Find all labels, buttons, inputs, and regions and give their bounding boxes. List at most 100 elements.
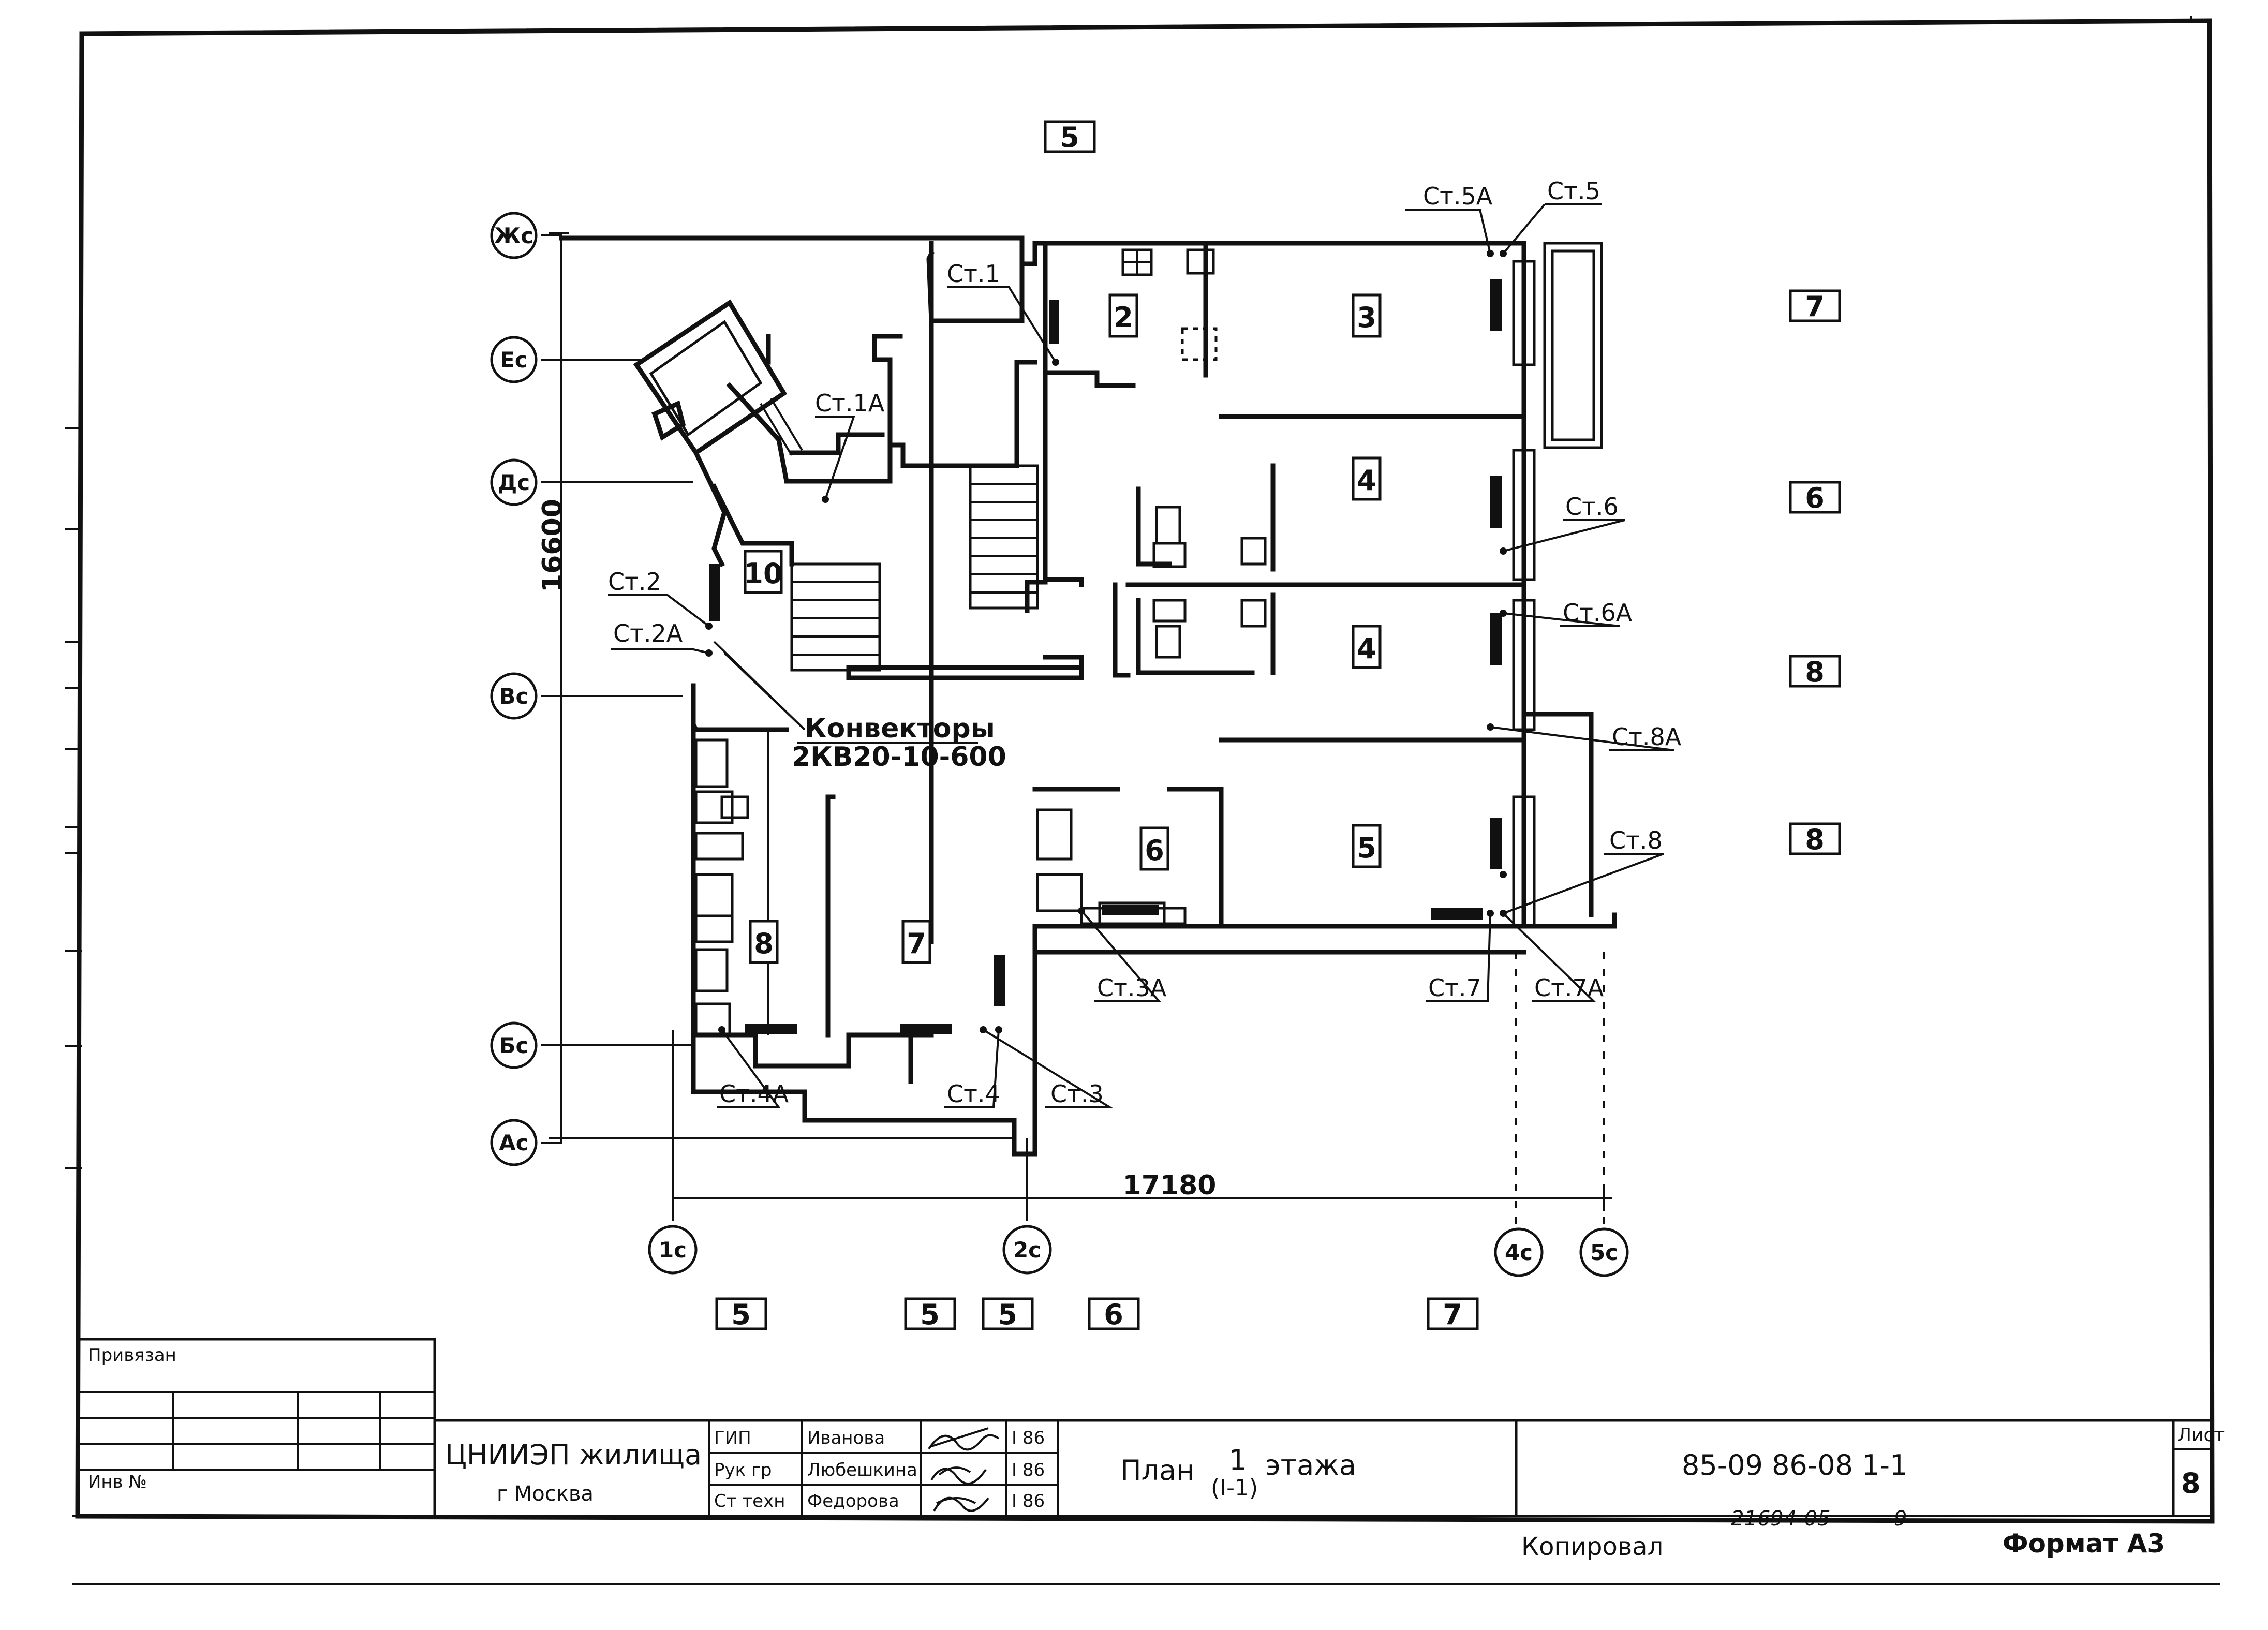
room-number: 3 [1352, 293, 1382, 338]
riser-label: Ст.4 [947, 1080, 1000, 1108]
convector-note-title: Конвекторы [805, 713, 995, 744]
role-gip: ГИП [714, 1428, 751, 1448]
axis-label: 2с [1013, 1237, 1041, 1263]
name-group-head: Любешкина [807, 1460, 917, 1480]
room-number: 8 [749, 920, 779, 964]
riser-label: Ст.3А [1097, 974, 1167, 1002]
zone-tag: 6 [1789, 481, 1841, 514]
axis-bubble-4: 4с [1494, 1227, 1544, 1277]
room-number: 10 [744, 550, 783, 594]
name-technician: Федорова [807, 1491, 899, 1512]
archive-number: 21694-05 [1731, 1507, 1831, 1531]
title-plan: План [1120, 1454, 1195, 1487]
axis-label: 1с [659, 1237, 687, 1263]
axis-bubble-E: Ес [490, 336, 538, 383]
zone-tag: 5 [904, 1297, 956, 1331]
date-technician: I 86 [1012, 1491, 1045, 1512]
name-gip: Иванова [807, 1428, 885, 1448]
axis-bubble-1: 1с [648, 1225, 698, 1275]
axis-label: 5с [1590, 1240, 1618, 1265]
axis-label: Ас [499, 1130, 528, 1155]
zone-tag: 5 [982, 1297, 1034, 1331]
axis-label: Бс [499, 1033, 529, 1058]
axis-label: Вс [499, 684, 529, 709]
floor-plan [559, 235, 1617, 1157]
riser-label: Ст.1А [815, 389, 885, 417]
axis-bubble-2: 2с [1002, 1225, 1052, 1275]
riser-label: Ст.6 [1565, 493, 1619, 521]
riser-label: Ст.5 [1547, 177, 1600, 205]
format-label: Формат А3 [2003, 1529, 2165, 1559]
title-floor-word: этажа [1265, 1449, 1356, 1481]
title-floor: 1 [1229, 1444, 1247, 1476]
riser-label: Ст.6А [1563, 599, 1633, 627]
svg-text:7: 7 [1805, 290, 1825, 323]
riser-label: Ст.7 [1428, 974, 1481, 1002]
svg-text:6: 6 [1104, 1298, 1123, 1331]
zone-tag: 8 [1789, 822, 1841, 856]
room-number: 4 [1352, 456, 1382, 501]
zone-tag: 7 [1427, 1297, 1479, 1331]
svg-text:4: 4 [1357, 632, 1376, 665]
svg-text:2: 2 [1114, 301, 1133, 334]
height-dimension: 16600 [537, 499, 568, 592]
riser-label: Ст.3 [1050, 1080, 1104, 1108]
svg-text:7: 7 [907, 927, 926, 960]
zone-tag: 7 [1789, 289, 1841, 323]
organization: ЦНИИЭП жилища [445, 1439, 702, 1471]
width-dimension: 17180 [1123, 1170, 1217, 1201]
riser-label: Ст.5А [1423, 182, 1493, 210]
city: г Москва [497, 1482, 594, 1506]
svg-text:6: 6 [1145, 834, 1164, 867]
riser-label: Ст.4А [719, 1080, 789, 1108]
svg-text:8: 8 [1805, 823, 1825, 856]
room-number: 5 [1352, 824, 1382, 868]
axis-label: Дс [498, 470, 530, 495]
axis-bubble-Zh: Жс [490, 212, 538, 259]
svg-text:5: 5 [1357, 832, 1376, 864]
zone-tag: 6 [1088, 1297, 1140, 1331]
date-group-head: I 86 [1012, 1460, 1045, 1480]
svg-text:5: 5 [998, 1298, 1017, 1331]
riser-label: Ст.2А [613, 619, 683, 647]
sheet-number: 8 [2181, 1467, 2201, 1500]
copied-by-label: Копировал [1521, 1532, 1663, 1561]
svg-text:10: 10 [744, 557, 782, 590]
room-number: 2 [1108, 293, 1138, 338]
archive-page: 9 [1894, 1507, 1907, 1531]
riser-label: Ст.8А [1612, 723, 1682, 751]
svg-text:7: 7 [1443, 1298, 1462, 1331]
title-section: (I-1) [1211, 1475, 1258, 1501]
svg-text:8: 8 [754, 927, 774, 960]
signature [928, 1427, 1000, 1451]
zone-tag: 5 [1044, 120, 1096, 154]
axis-bubble-B: Бс [490, 1021, 538, 1069]
zone-tag: 8 [1789, 655, 1841, 688]
riser-leaders [608, 203, 1674, 1108]
axis-bubble-V: Вс [490, 672, 538, 720]
role-group-head: Рук гр [714, 1460, 772, 1480]
drawing-code: 85-09 86-08 1-1 [1682, 1449, 1907, 1481]
axis-bubble-D: Дс [490, 458, 538, 506]
convector-note-model: 2КВ20-10-600 [792, 742, 1006, 773]
svg-text:5: 5 [731, 1298, 751, 1331]
svg-text:8: 8 [1805, 656, 1825, 688]
axis-label: 4с [1505, 1240, 1533, 1265]
date-gip: I 86 [1012, 1428, 1045, 1448]
svg-text:6: 6 [1805, 482, 1825, 514]
riser-label: Ст.2 [608, 568, 661, 596]
bound-label: Привязан [88, 1345, 176, 1366]
signature [930, 1466, 987, 1485]
room-number: 6 [1139, 826, 1169, 871]
inv-label: Инв № [88, 1472, 147, 1492]
room-number: 7 [901, 920, 931, 964]
role-technician: Ст техн [714, 1491, 785, 1512]
riser-label: Ст.1 [947, 260, 1000, 288]
signature [933, 1496, 989, 1512]
axis-label: Ес [500, 347, 528, 373]
svg-text:3: 3 [1357, 301, 1376, 334]
room-number: 4 [1352, 625, 1382, 669]
svg-text:4: 4 [1357, 464, 1376, 497]
axis-bubble-5: 5с [1579, 1227, 1629, 1277]
